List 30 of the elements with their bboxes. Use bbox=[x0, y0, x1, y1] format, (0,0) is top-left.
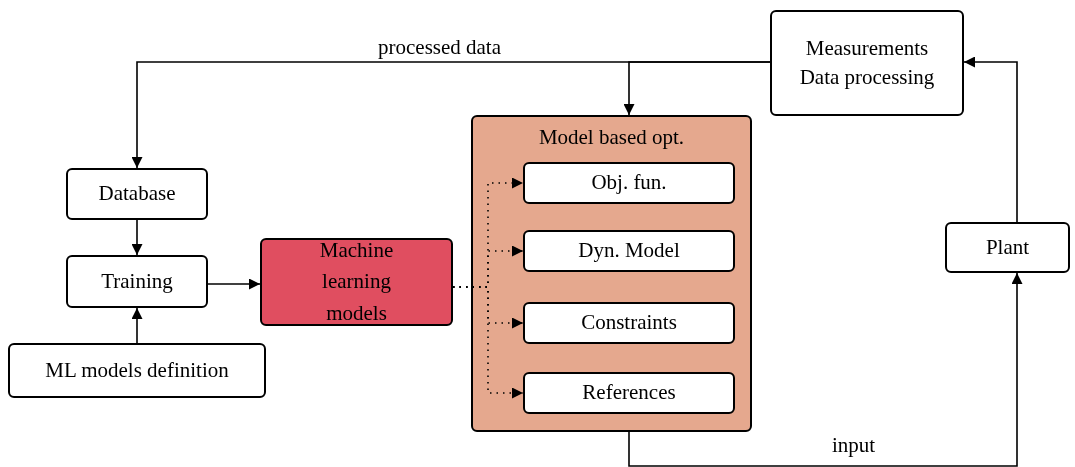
box-label: Plant bbox=[985, 233, 1030, 261]
process-box bbox=[8, 343, 266, 398]
process-box bbox=[523, 372, 735, 414]
box-label: Database bbox=[98, 180, 176, 208]
process-box bbox=[523, 162, 735, 204]
box-label: Training bbox=[101, 267, 173, 295]
box-label: ML models definition bbox=[45, 356, 229, 384]
arrow bbox=[623, 61, 771, 116]
box-label: Measurements bbox=[805, 34, 929, 62]
box-label: Dyn. Model bbox=[578, 237, 680, 265]
model-box bbox=[260, 238, 453, 326]
process-box bbox=[66, 168, 208, 220]
process-box bbox=[523, 230, 735, 272]
box-label: Machine learning models bbox=[318, 236, 395, 327]
box-label: Constraints bbox=[581, 309, 677, 337]
box-label: Obj. fun. bbox=[591, 169, 667, 197]
process-box bbox=[770, 10, 964, 116]
process-box bbox=[66, 255, 208, 308]
arrow bbox=[131, 307, 143, 344]
arrow bbox=[207, 278, 261, 290]
process-box bbox=[945, 222, 1070, 273]
dotted-arrow bbox=[452, 286, 524, 399]
arrow bbox=[628, 272, 1023, 467]
box-label: References bbox=[582, 379, 676, 407]
group-title: Model based opt. bbox=[538, 124, 685, 151]
arrow bbox=[131, 219, 143, 256]
group-box bbox=[471, 115, 752, 432]
arrow bbox=[963, 56, 1018, 223]
process-box bbox=[523, 302, 735, 344]
box-label: Data processing bbox=[799, 64, 935, 91]
